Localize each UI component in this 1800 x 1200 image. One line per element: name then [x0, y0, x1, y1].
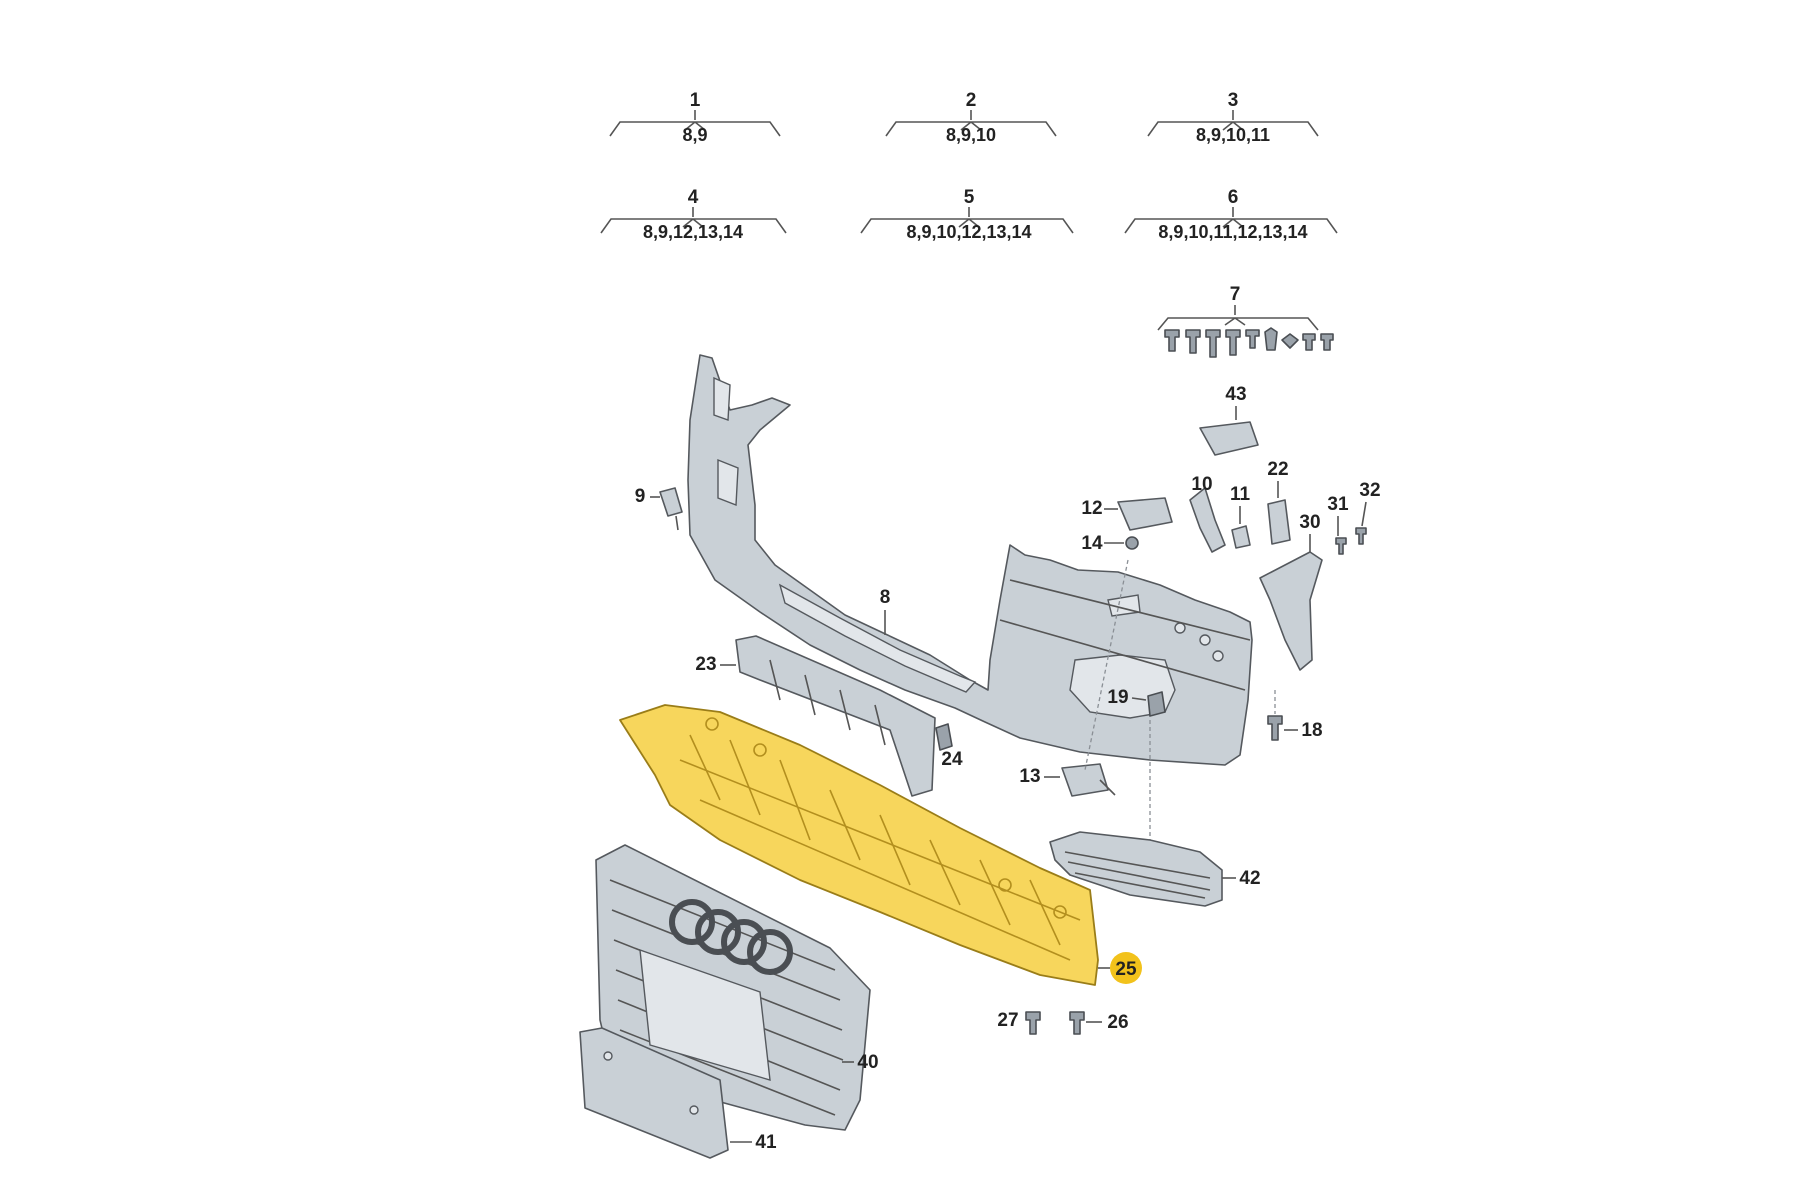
side-guide-30[interactable] [1259, 551, 1323, 671]
clip-24[interactable] [935, 723, 953, 751]
variant-group-6: 6 8,9,10,11,12,13,14 [1124, 187, 1338, 242]
clip-19[interactable] [1147, 691, 1166, 717]
screw-31[interactable] [1335, 537, 1347, 555]
callout-11: 11 [1230, 484, 1251, 505]
bumper-cover[interactable] [687, 354, 1253, 766]
variant-group-title: 1 [690, 90, 701, 111]
side-grille-42[interactable] [1049, 831, 1223, 907]
variant-group-items: 8,9,10,11,12,13,14 [1158, 222, 1307, 242]
callout-41: 41 [755, 1132, 777, 1153]
variant-group-items: 8,9,10 [946, 125, 996, 145]
callout-25: 25 [1115, 959, 1137, 980]
callout-10: 10 [1191, 474, 1212, 495]
variant-group-3: 3 8,9,10,11 [1147, 90, 1319, 145]
variant-group-4: 4 8,9,12,13,14 [600, 187, 787, 242]
callout-25-badge [1110, 952, 1142, 984]
clip-part-9[interactable] [659, 487, 683, 531]
callout-22: 22 [1267, 459, 1288, 480]
callout-19: 19 [1107, 687, 1128, 708]
variant-group-title: 3 [1228, 90, 1239, 111]
callout-26: 26 [1107, 1012, 1128, 1033]
washer-cap-12[interactable] [1117, 497, 1173, 531]
variant-group-title: 4 [688, 187, 699, 208]
variant-group-2: 2 8,9,10 [885, 90, 1057, 145]
callout-31: 31 [1327, 494, 1349, 515]
bracket-22[interactable] [1267, 499, 1291, 545]
center-support-23[interactable] [735, 635, 936, 797]
callout-18: 18 [1301, 720, 1322, 741]
callout-12: 12 [1081, 498, 1102, 519]
callout-43: 43 [1225, 384, 1246, 405]
callout-14: 14 [1081, 533, 1103, 554]
clip-18[interactable] [1267, 690, 1283, 741]
callout-9: 9 [635, 486, 646, 507]
variant-group-items: 8,9,10,12,13,14 [906, 222, 1031, 242]
callout-23: 23 [695, 654, 716, 675]
fastener-screws-icon [1164, 327, 1334, 358]
variant-group-items: 8,9,10,11 [1196, 125, 1270, 145]
callout-24: 24 [941, 749, 963, 770]
callout-42: 42 [1239, 868, 1260, 889]
grommet-11[interactable] [1231, 525, 1251, 549]
screw-26[interactable] [1069, 1011, 1085, 1035]
callout-13: 13 [1019, 766, 1040, 787]
lower-support-25[interactable] [619, 704, 1099, 986]
callout-40: 40 [857, 1052, 878, 1073]
bracket-10[interactable] [1189, 487, 1226, 553]
variant-group-title: 5 [964, 187, 975, 208]
variant-group-items: 8,9,12,13,14 [643, 222, 743, 242]
washer-cap-43[interactable] [1199, 421, 1259, 456]
callout-30: 30 [1299, 512, 1320, 533]
callout-27: 27 [997, 1010, 1018, 1031]
variant-group-items: 8,9 [682, 125, 707, 145]
variant-group-5: 5 8,9,10,12,13,14 [860, 187, 1074, 242]
fastener-set-7[interactable]: 7 [1157, 284, 1334, 358]
license-plate-base-41[interactable] [579, 1027, 729, 1159]
screw-27[interactable] [1025, 1011, 1041, 1035]
screw-32[interactable] [1355, 527, 1367, 545]
variant-group-title: 2 [966, 90, 977, 111]
washer-cap-13[interactable] [1061, 763, 1116, 797]
variant-group-title: 6 [1228, 187, 1239, 208]
clip-14[interactable] [1125, 536, 1139, 550]
callout-8: 8 [880, 587, 891, 608]
fastener-set-label: 7 [1230, 284, 1241, 305]
brand-logo-rings-icon [669, 899, 793, 975]
variant-group-1: 1 8,9 [609, 90, 781, 145]
callout-32: 32 [1359, 480, 1380, 501]
